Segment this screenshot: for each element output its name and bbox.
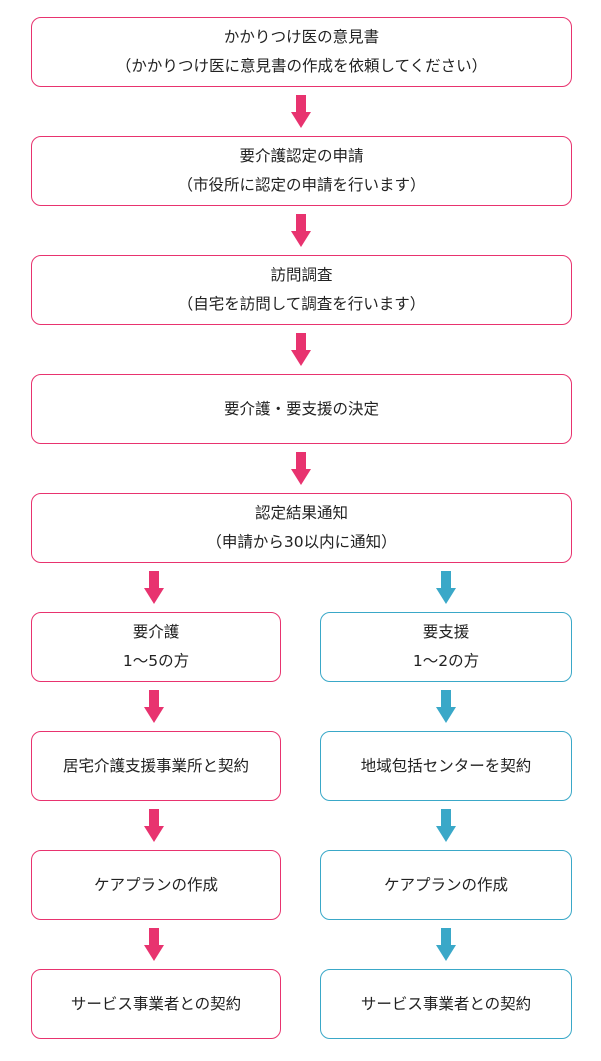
step-certification-application: 要介護認定の申請 （市役所に認定の申請を行います） [31, 136, 572, 206]
down-arrow-icon [144, 571, 164, 604]
step-title: サービス事業者との契約 [360, 994, 532, 1013]
branch-level: 1～5の方 [122, 652, 190, 670]
step-title: ケアプランの作成 [383, 875, 508, 894]
step-description: （申請から30以内に通知） [206, 533, 397, 551]
step-title: 認定結果通知 [254, 504, 348, 522]
down-arrow-icon [144, 809, 164, 842]
down-arrow-icon [291, 214, 311, 247]
step-description: （市役所に認定の申請を行います） [177, 176, 426, 194]
step-home-visit-survey: 訪問調査 （自宅を訪問して調査を行います） [31, 255, 572, 325]
step-care-level-decision: 要介護・要支援の決定 [31, 374, 572, 444]
branch-title: 要介護 [132, 623, 180, 641]
left-step-care-office-contract: 居宅介護支援事業所と契約 [31, 731, 281, 801]
down-arrow-icon [436, 571, 456, 604]
step-title: 要介護・要支援の決定 [223, 399, 379, 418]
step-title: 地域包括センターを契約 [360, 756, 532, 775]
down-arrow-icon [144, 928, 164, 961]
right-step-community-center-contract: 地域包括センターを契約 [320, 731, 572, 801]
down-arrow-icon [291, 333, 311, 366]
step-title: 訪問調査 [270, 266, 333, 284]
down-arrow-icon [436, 928, 456, 961]
step-description: （かかりつけ医に意見書の作成を依頼してください） [115, 57, 488, 75]
step-physician-opinion: かかりつけ医の意見書 （かかりつけ医に意見書の作成を依頼してください） [31, 17, 572, 87]
down-arrow-icon [144, 690, 164, 723]
step-title: ケアプランの作成 [93, 875, 218, 894]
left-step-service-contract: サービス事業者との契約 [31, 969, 281, 1039]
step-title: かかりつけ医の意見書 [223, 28, 380, 46]
step-title: サービス事業者との契約 [70, 994, 242, 1013]
step-description: （自宅を訪問して調査を行います） [177, 295, 426, 313]
right-step-service-contract: サービス事業者との契約 [320, 969, 572, 1039]
step-title: 要介護認定の申請 [239, 147, 364, 165]
branch-care-needed: 要介護 1～5の方 [31, 612, 281, 682]
right-step-care-plan: ケアプランの作成 [320, 850, 572, 920]
branch-title: 要支援 [422, 623, 470, 641]
branch-level: 1～2の方 [412, 652, 480, 670]
step-result-notification: 認定結果通知 （申請から30以内に通知） [31, 493, 572, 563]
down-arrow-icon [291, 95, 311, 128]
down-arrow-icon [436, 690, 456, 723]
down-arrow-icon [291, 452, 311, 485]
down-arrow-icon [436, 809, 456, 842]
step-title: 居宅介護支援事業所と契約 [62, 756, 249, 775]
left-step-care-plan: ケアプランの作成 [31, 850, 281, 920]
branch-support-needed: 要支援 1～2の方 [320, 612, 572, 682]
